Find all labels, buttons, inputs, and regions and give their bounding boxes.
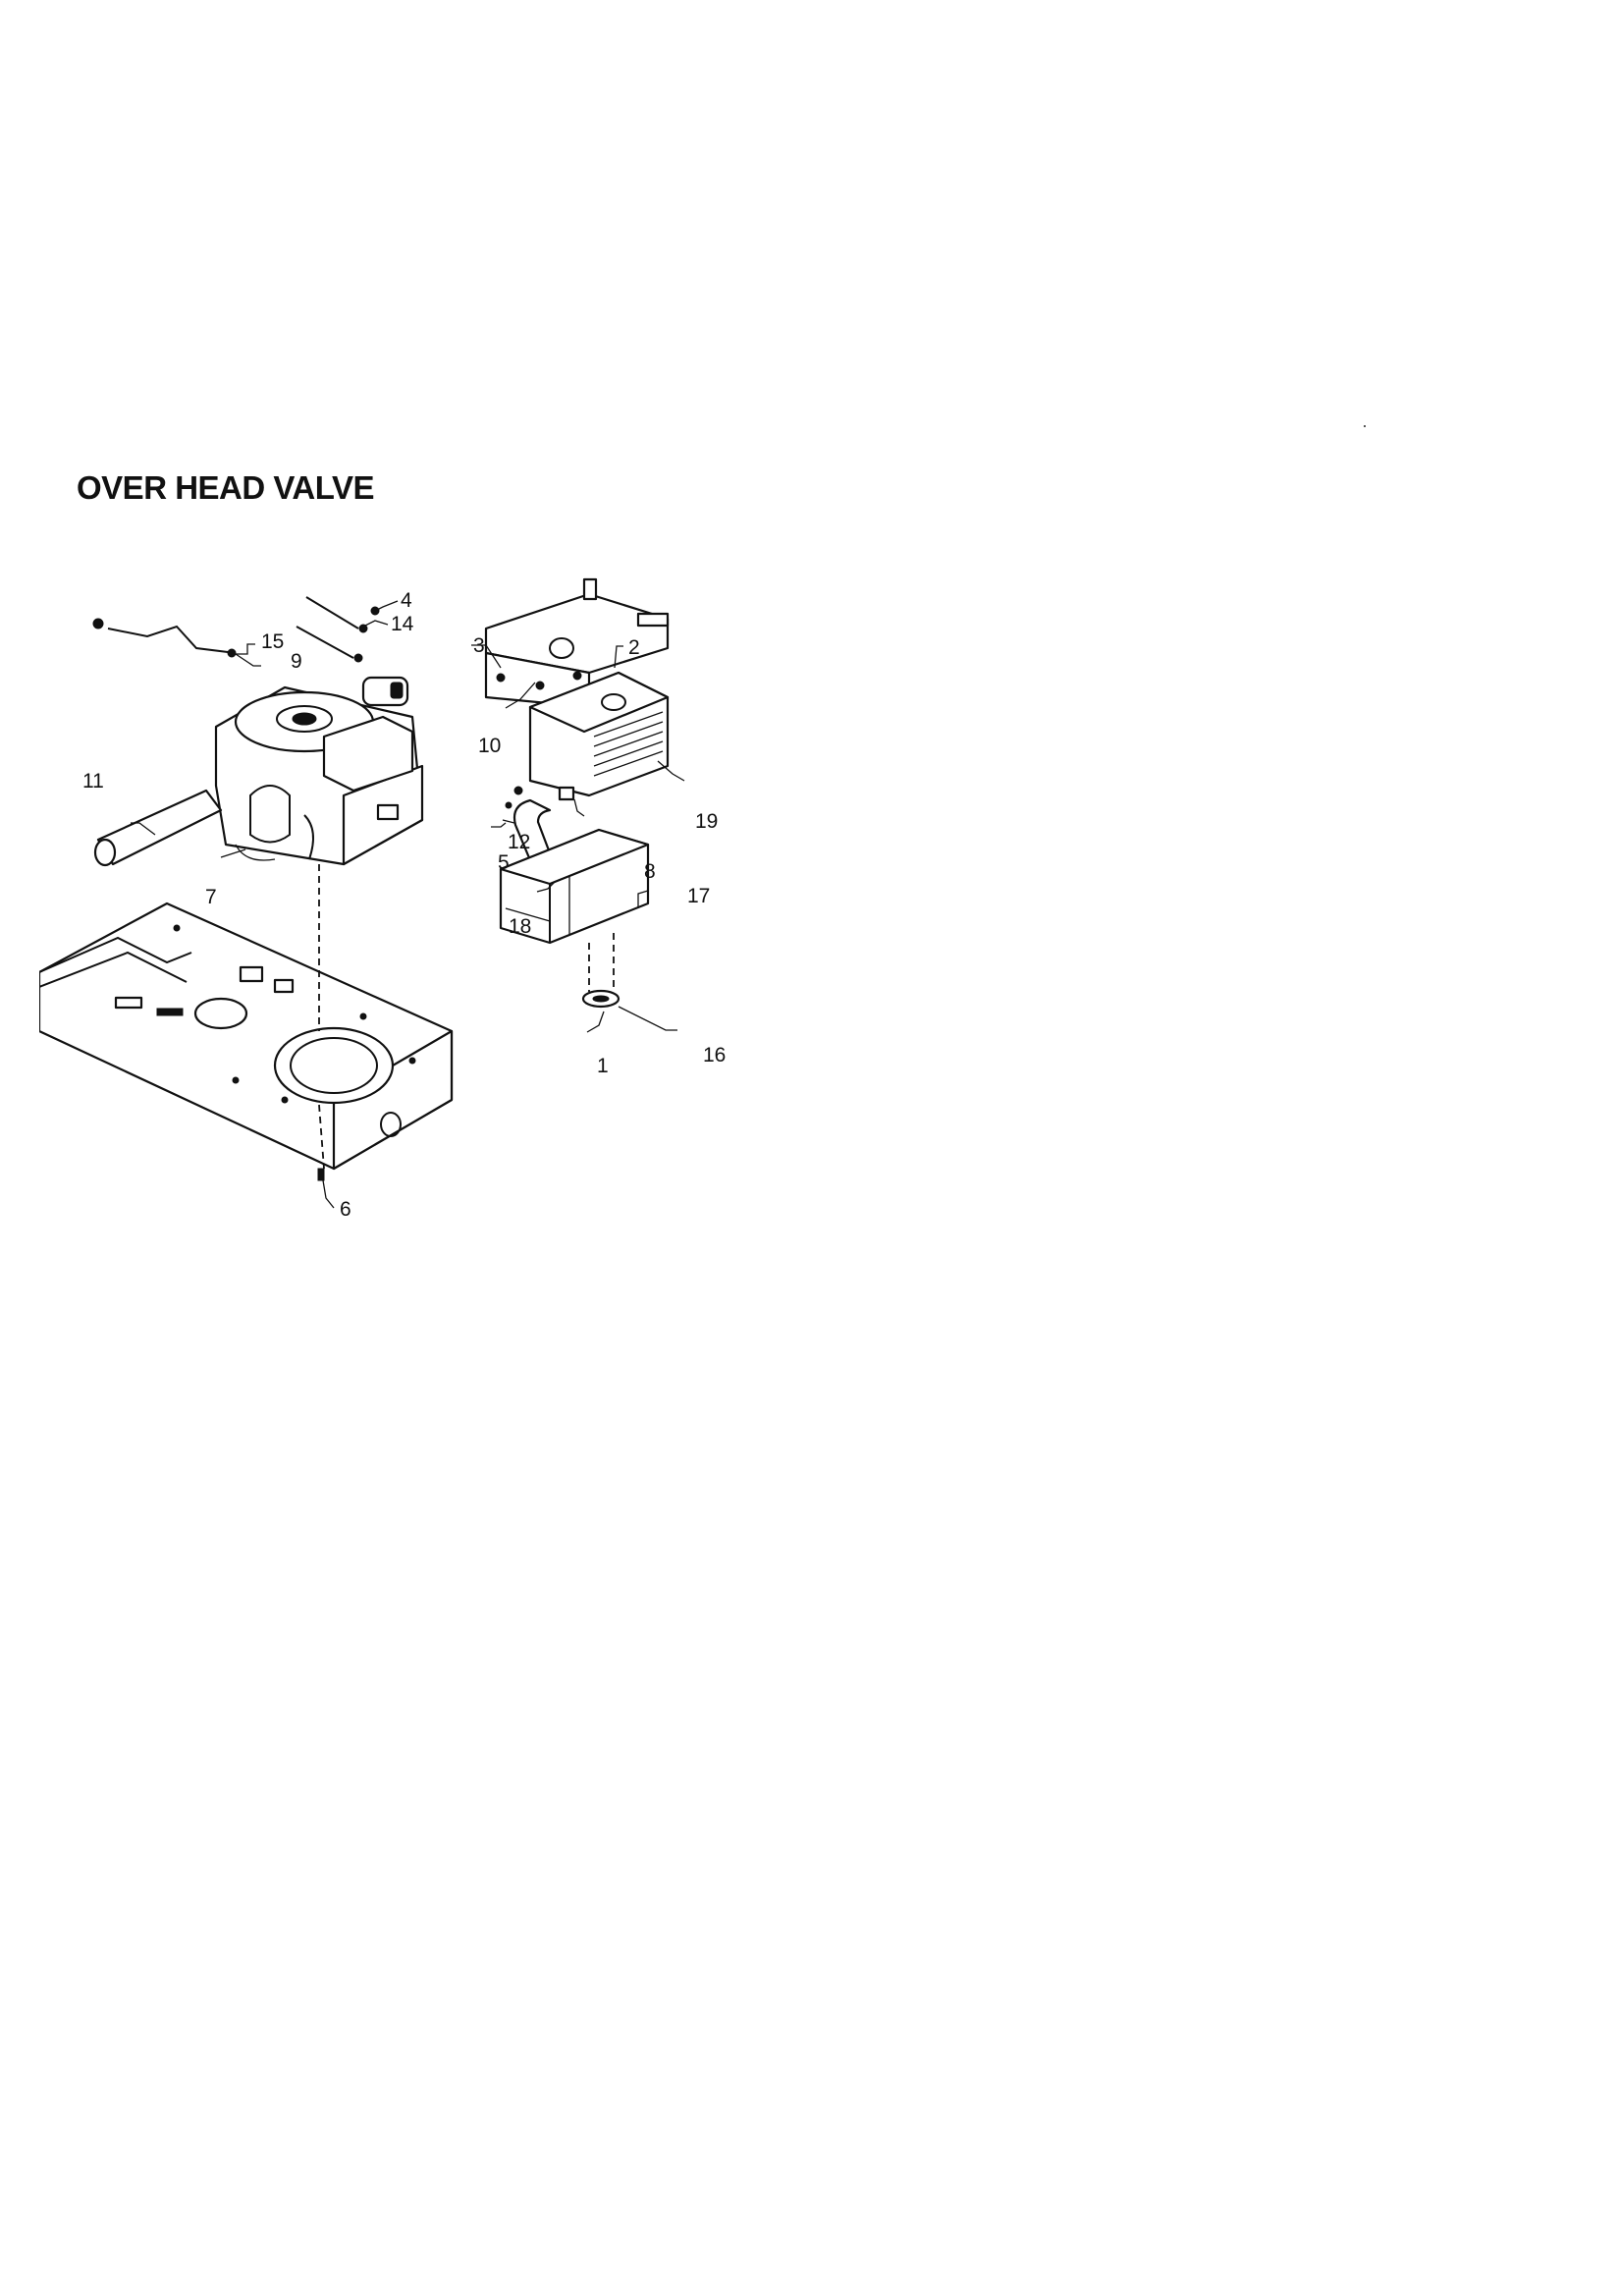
bolt-6-part — [317, 1168, 325, 1181]
callout-4: 4 — [401, 589, 412, 612]
callout-1: 1 — [597, 1055, 609, 1077]
exhaust-deflector — [581, 989, 620, 1009]
leader-lines — [131, 600, 685, 1209]
callout-9: 9 — [291, 650, 302, 673]
callout-6: 6 — [340, 1198, 351, 1221]
air-intake-tube — [93, 789, 223, 867]
callout-18: 18 — [509, 915, 531, 938]
bolt-5-part — [505, 801, 512, 809]
callout-19: 19 — [695, 810, 718, 833]
throttle-rod — [92, 618, 237, 658]
callout-7: 7 — [205, 886, 217, 908]
callout-5: 5 — [498, 851, 510, 874]
exploded-parts-diagram: 4 14 15 9 11 7 6 3 2 10 19 12 5 8 17 18 … — [39, 570, 746, 1237]
diagram-canvas: 4 14 15 9 11 7 6 3 2 10 19 12 5 8 17 18 … — [39, 577, 726, 1221]
bolt-12-part — [513, 786, 523, 795]
stray-mark — [1364, 425, 1366, 427]
callout-17: 17 — [687, 885, 710, 907]
callout-10: 10 — [478, 735, 501, 757]
callout-15: 15 — [261, 630, 284, 653]
callout-11: 11 — [82, 770, 104, 793]
bolt-alignment-line — [318, 1104, 325, 1170]
page-title: OVER HEAD VALVE — [77, 469, 375, 506]
chassis-frame — [39, 902, 454, 1171]
callout-12: 12 — [508, 831, 530, 853]
engine-assembly — [214, 676, 424, 866]
callout-2: 2 — [628, 636, 640, 659]
callout-8: 8 — [644, 860, 656, 883]
callout-14: 14 — [391, 613, 414, 635]
muffler — [499, 828, 650, 945]
muffler-guard — [528, 671, 670, 797]
callout-16: 16 — [703, 1044, 726, 1066]
mounting-bolts — [296, 596, 380, 663]
callout-3: 3 — [473, 634, 485, 657]
